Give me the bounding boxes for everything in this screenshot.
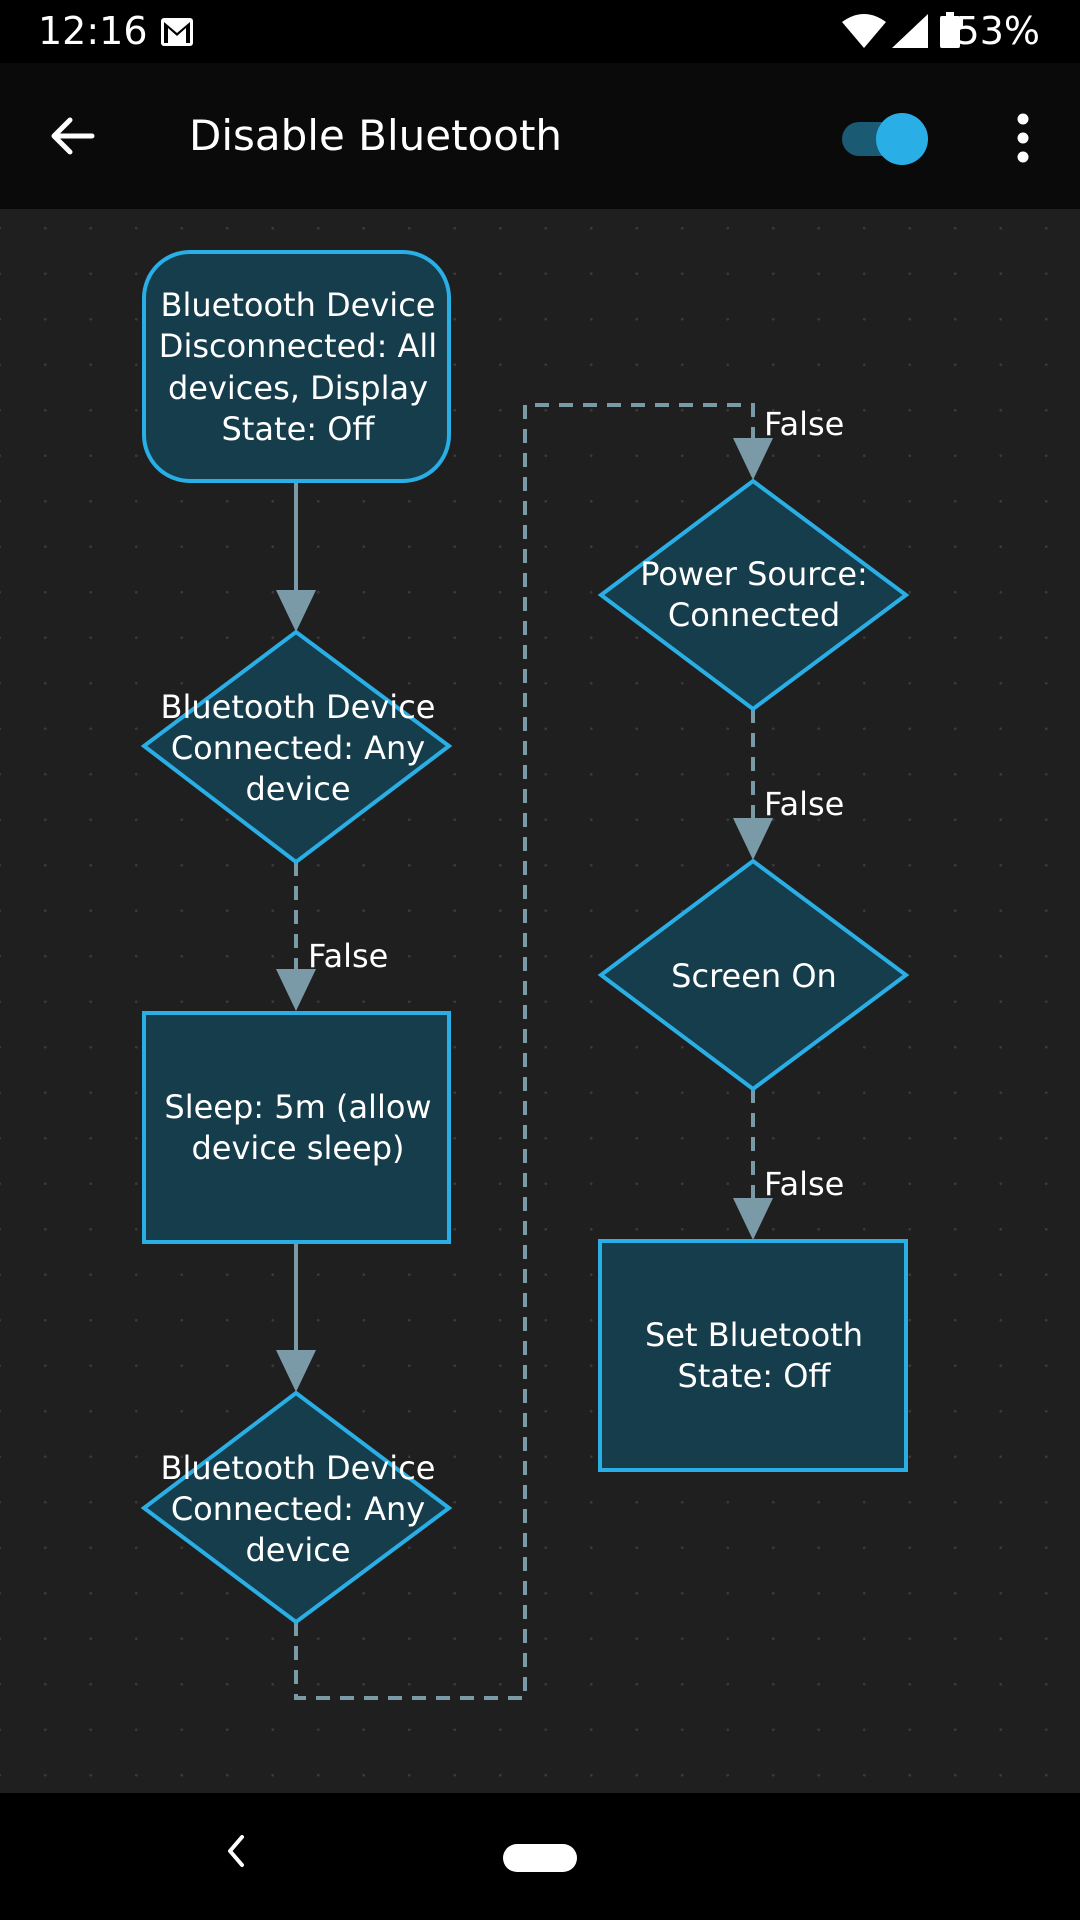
condition-node-screen-on[interactable]: Screen On [597, 858, 910, 1092]
sleep-line-1: Sleep: 5m (allow [164, 1088, 431, 1126]
more-vertical-icon[interactable] [1010, 113, 1036, 163]
setbt-line-2: State: Off [678, 1357, 832, 1395]
battery-percent: 53% [955, 9, 1040, 53]
action-node-sleep[interactable]: Sleep: 5m (allow device sleep) [142, 1011, 451, 1244]
cell-signal-icon [892, 14, 928, 48]
arrowhead [733, 1198, 773, 1240]
arrowhead [733, 438, 773, 480]
trigger-line-3: devices, Display [168, 369, 428, 407]
condition1-line-2: Connected: Any [171, 729, 425, 767]
false-label: False [764, 785, 844, 823]
gmail-icon [161, 18, 193, 46]
false-label: False [308, 937, 388, 975]
power-line-1: Power Source: [640, 555, 868, 593]
arrowhead [276, 590, 316, 632]
condition-node-bluetooth-connected-1[interactable]: Bluetooth Device Connected: Any device [140, 629, 453, 865]
app-bar: Disable Bluetooth [0, 63, 1080, 209]
macro-flow-canvas[interactable]: Bluetooth Device Disconnected: All devic… [0, 209, 1080, 1793]
nav-back-icon[interactable] [220, 1831, 250, 1871]
condition2-line-1: Bluetooth Device [161, 1449, 436, 1487]
connector-condition2-to-power [294, 403, 755, 1700]
sleep-line-2: device sleep) [191, 1129, 404, 1167]
false-label: False [764, 1165, 844, 1203]
trigger-line-2: Disconnected: All [159, 327, 437, 365]
false-label: False [764, 405, 844, 443]
toggle-thumb [876, 113, 928, 165]
status-time: 12:16 [38, 9, 148, 53]
arrowhead [733, 818, 773, 860]
screen-on-label: Screen On [671, 957, 837, 995]
home-button[interactable] [503, 1844, 577, 1872]
setbt-line-1: Set Bluetooth [645, 1316, 863, 1354]
arrowhead [276, 969, 316, 1011]
connectors [294, 403, 755, 1700]
page-title: Disable Bluetooth [189, 111, 563, 160]
condition2-line-2: Connected: Any [171, 1490, 425, 1528]
arrowhead [276, 1350, 316, 1392]
trigger-line-4: State: Off [222, 410, 376, 448]
battery-icon [940, 12, 960, 48]
wifi-icon [842, 14, 886, 48]
action-node-set-bluetooth[interactable]: Set Bluetooth State: Off [598, 1239, 908, 1472]
condition1-line-3: device [245, 770, 350, 808]
macro-enable-toggle[interactable] [842, 113, 928, 165]
condition-node-bluetooth-connected-2[interactable]: Bluetooth Device Connected: Any device [140, 1390, 453, 1625]
status-bar: 12:16 53% [0, 0, 1080, 63]
flow-diagram: Bluetooth Device Disconnected: All devic… [140, 250, 910, 1700]
condition-node-power-source[interactable]: Power Source: Connected [597, 478, 910, 712]
arrow-back-icon[interactable] [46, 111, 96, 161]
trigger-line-1: Bluetooth Device [161, 286, 436, 324]
arrowheads [276, 438, 773, 1392]
power-line-2: Connected [668, 596, 840, 634]
navigation-bar [0, 1793, 1080, 1920]
condition1-line-1: Bluetooth Device [161, 688, 436, 726]
condition2-line-3: device [245, 1531, 350, 1569]
trigger-node[interactable]: Bluetooth Device Disconnected: All devic… [142, 250, 451, 483]
